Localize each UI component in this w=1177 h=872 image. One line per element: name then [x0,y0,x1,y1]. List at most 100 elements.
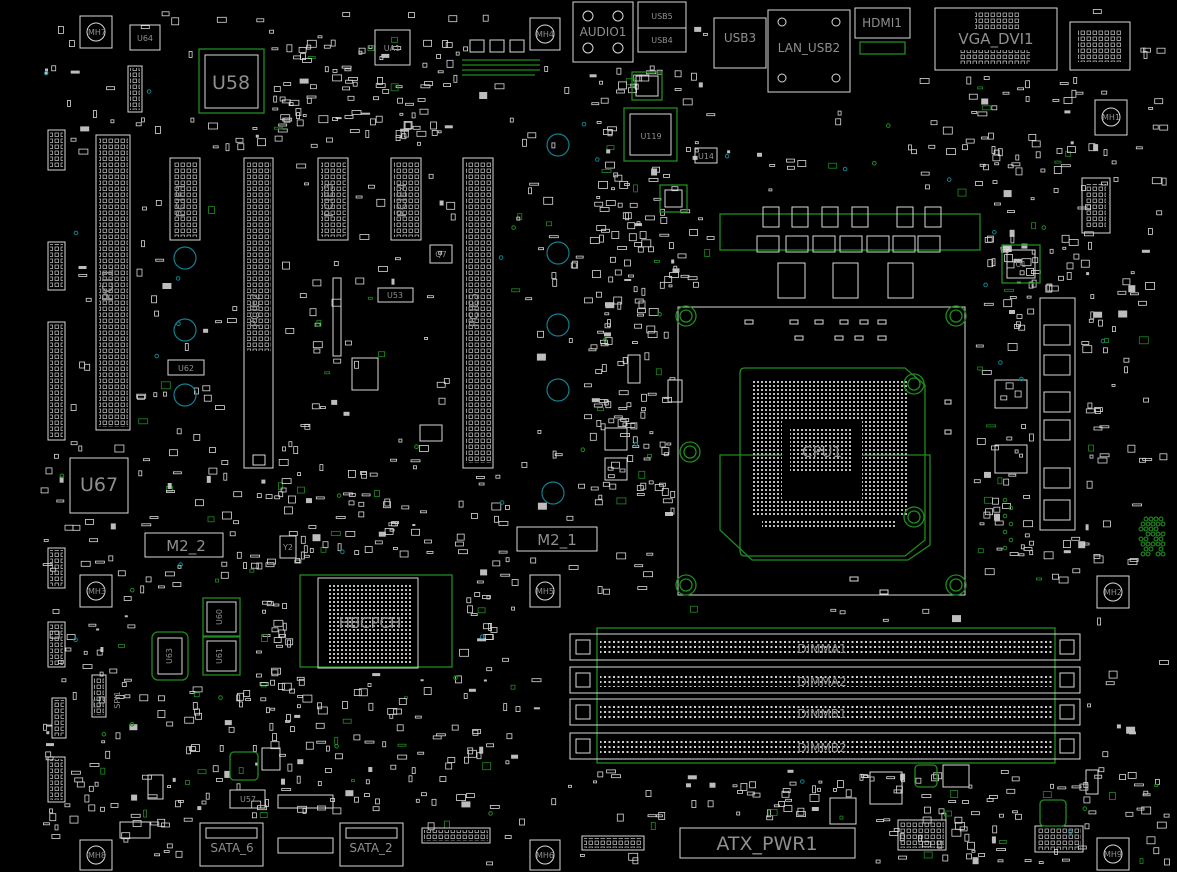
mount-hole-mh5[interactable]: MH5 [529,574,561,608]
smd-part [332,69,338,73]
component-ua1[interactable]: UA1 [374,29,411,66]
connector-hdmi1[interactable]: HDMI1 [854,7,911,55]
component-u64[interactable]: U64 [129,24,161,51]
via [1002,545,1008,551]
smd-part [391,36,398,43]
component-u1[interactable]: U1 [1001,244,1041,284]
connector-usb3[interactable]: USB3 [713,17,767,69]
smd-part [331,399,338,405]
component-u61[interactable]: U61 [202,636,241,676]
smd-part [1127,559,1138,565]
component-u67[interactable]: U67 [69,457,129,514]
smd-part [613,296,623,305]
component-u14[interactable]: U14 [694,147,718,164]
component-u63[interactable]: U63 [151,631,189,681]
smd-part [123,596,132,601]
bottom-headers[interactable] [277,794,1084,854]
connector-usb4[interactable]: USB4 [637,27,687,53]
connector-audio1[interactable]: AUDIO1 [572,1,634,63]
mount-hole-mh6[interactable]: MH6 [529,839,561,871]
connector-lan-usb2[interactable]: LAN_USB2 [767,9,851,93]
smd-part [160,381,171,390]
component-u57[interactable]: U57 [229,789,266,809]
connector-ps2[interactable] [1069,21,1131,71]
slot-dimma2[interactable]: DIMMA2 [569,666,1081,694]
component-u62[interactable]: U62 [167,359,205,376]
smd-part [82,664,93,669]
component-u58[interactable]: U58 [198,48,265,114]
chip-pch[interactable]: HBCPCH [299,574,453,669]
mount-hole-mh3[interactable]: MH3 [79,574,113,608]
component-misc-lower-right[interactable] [829,764,1099,827]
smd-part [973,479,981,484]
connector-cpu-power[interactable] [1081,177,1111,234]
smd-part [342,718,352,724]
smd-part [584,414,592,420]
slot-pcie4[interactable]: PCIE4 [390,157,422,241]
slot-dimma1[interactable]: DIMMA1 [569,633,1081,661]
via [1140,521,1146,527]
component-u53[interactable]: U53 [377,287,414,303]
slot-pcie5[interactable]: PCIE5 [462,157,494,469]
component-u119[interactable]: U119 [623,107,678,162]
cpu-socket[interactable]: CPU1 [675,305,967,596]
smd-part [663,173,670,178]
mount-hole-mh2[interactable]: MH2 [1096,575,1130,609]
smd-part [289,726,295,732]
smd-part [358,511,365,518]
header-right-column[interactable] [994,297,1076,531]
connector-atx-pwr1[interactable]: ATX_PWR1 [679,827,856,859]
connector-narrow-slot[interactable] [332,277,342,357]
mount-hole-mh7[interactable]: MH7 [79,15,113,49]
smd-part [273,603,280,607]
slot-pcie1[interactable]: PCIE1 [169,157,201,241]
via [1140,551,1146,557]
smd-part [491,502,502,511]
smd-part [475,475,485,479]
smd-part [1136,807,1145,811]
smd-part [548,235,559,239]
slot-dimmb2[interactable]: DIMMB2 [569,732,1081,760]
smd-part [1085,408,1095,414]
component-y2[interactable]: Y2 [279,535,297,559]
mount-hole-mh4[interactable]: MH4 [529,17,561,51]
smd-part [436,381,446,388]
connector-sata-2[interactable]: SATA_2 [339,822,404,867]
smd-part [443,83,452,87]
slot-dimmb1[interactable]: DIMMB1 [569,698,1081,726]
slot-pcie3[interactable]: PCIE3 [317,157,349,241]
m2-slot-m2-1[interactable]: M2_1 [516,526,598,552]
smd-part [342,86,351,91]
smd-part [660,217,668,224]
vrm-mosfets[interactable] [777,262,914,299]
component-u-misc[interactable] [631,71,688,213]
cpu1-label: CPU1 [802,443,842,461]
component-u60[interactable]: U60 [202,597,241,637]
smd-part [64,803,71,808]
connector-sata-6[interactable]: SATA_6 [199,822,264,867]
smd-part [278,458,289,466]
left-headers[interactable] [47,65,143,803]
smd-part [367,296,373,300]
smd-part [286,44,293,53]
smd-part [644,352,650,361]
smd-part [646,325,656,334]
smd-part [698,82,703,88]
header-spi1[interactable]: SPI1 [91,674,122,718]
connector-vga-dvi1[interactable]: VGA_DVI1 [934,7,1058,71]
mount-hole-mh9[interactable]: MH9 [1096,837,1130,871]
component-q7[interactable]: Q7 [429,244,453,264]
m2-slot-m2-2[interactable]: M2_2 [144,532,224,558]
smd-part [972,857,979,865]
component-misc-lower-left[interactable] [119,747,281,839]
mount-hole-mh8[interactable]: MH8 [79,839,113,871]
smd-part [255,673,262,678]
mh8-label: MH8 [88,851,106,860]
slot-pci1[interactable]: PCI1 [95,134,131,431]
slot-pcie2[interactable]: PCIE2 [243,157,274,469]
smd-part [1027,308,1035,315]
mount-hole-mh1[interactable]: MH1 [1094,99,1128,136]
component-usb-bank[interactable] [351,354,683,481]
via [1148,546,1154,552]
